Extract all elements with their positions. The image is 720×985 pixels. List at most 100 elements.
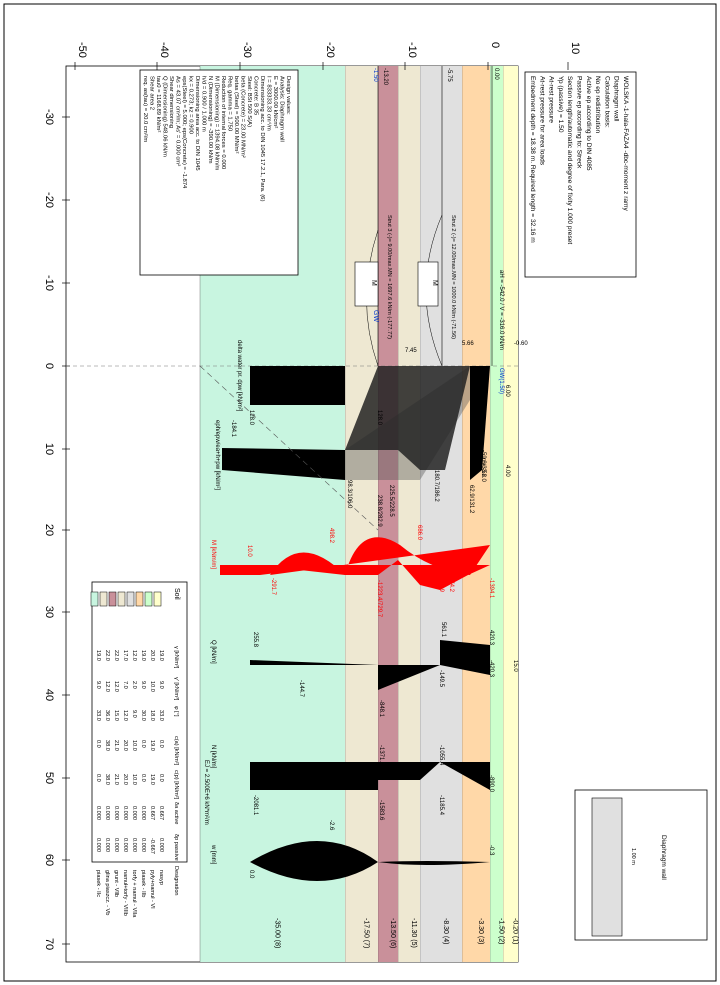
soil-table-header: γ [kN/m³] xyxy=(173,646,179,669)
title-block-line: No ep redistribution xyxy=(594,76,601,134)
top-axis-tick-label: 0 xyxy=(489,42,501,48)
moment-box xyxy=(417,261,439,307)
m-axis-label: M [kNm/m] xyxy=(210,540,216,569)
soil-table-cell: 22.0 xyxy=(113,650,119,661)
soil-table-cell: 12.0 xyxy=(104,681,110,692)
ep-shape-passive xyxy=(222,448,345,480)
shear-diagram xyxy=(250,640,490,690)
q-axis-label: Q [kN/m] xyxy=(210,640,216,664)
design-values-box xyxy=(139,69,299,276)
title-block-line: Active ep according to DIN 4085 xyxy=(585,76,592,171)
m-value: 498.2 xyxy=(328,528,334,544)
soil-table-cell: 0.0 xyxy=(95,740,101,748)
design-value-line: betas (Steel) = 500.00 MN/m² xyxy=(233,76,239,153)
soil-table-cell: 0.667 xyxy=(149,806,155,820)
soil-table-header: c(a) [kN/m²] xyxy=(173,736,179,766)
soil-swatch xyxy=(126,591,135,607)
left-axis-tick-label: 10 xyxy=(43,443,55,455)
soil-table-header: γ' [kN/m³] xyxy=(173,677,179,701)
left-axis-tick-label: 60 xyxy=(43,854,55,866)
soil-table-cell: 9.0 xyxy=(158,681,164,689)
passive-line xyxy=(199,365,379,531)
top-axis-tick-label: -30 xyxy=(241,42,253,58)
soil-table-cell: piasek - IIc xyxy=(95,870,101,897)
depth-label: -1.50 xyxy=(372,68,378,82)
soil-layer-band xyxy=(378,66,398,962)
legend-label: Diaphragm wall xyxy=(660,835,667,880)
design-value-line: Q (Dimensioning) 548.06 kN/m xyxy=(162,76,168,157)
left-axis-tick-label: -20 xyxy=(43,192,55,208)
n-axis-label: N [kN/m] xyxy=(210,745,216,769)
legend-wall-swatch xyxy=(591,797,623,937)
n-value: -1583.6 xyxy=(378,800,384,821)
soil-layer-band xyxy=(420,66,462,962)
q-value: -144.7 xyxy=(298,680,304,698)
top-axis-tick-label: -40 xyxy=(158,42,170,58)
soil-table-cell: 19.0 xyxy=(140,650,146,661)
soil-table-cell: piasek - IIb xyxy=(140,870,146,897)
w-axis-label: w [mm] xyxy=(210,844,216,865)
depth-label: 6.00 xyxy=(504,385,510,397)
water-pressure-shape xyxy=(250,366,345,405)
soil-table-cell: 0.000 xyxy=(113,838,119,852)
ep-shape-active xyxy=(470,366,490,480)
soil-table-cell: 0.000 xyxy=(122,838,128,852)
m-value: 10.0 xyxy=(246,545,252,557)
soil-table-header: δp passive xyxy=(173,834,179,861)
soil-table-cell: namuł+torfy - VIIIb xyxy=(122,870,128,916)
soil-table-cell: nasyp xyxy=(158,870,164,885)
gw-label: GW(1.50) xyxy=(498,368,504,394)
soil-table-cell: 20.0 xyxy=(122,774,128,785)
title-block-line: WOLSKA -1-hala-FAZA4 -dbc-moment z ramy xyxy=(622,76,629,212)
layer-depth-label: -13.50 (6) xyxy=(389,918,396,948)
soil-table-cell: 19.0 xyxy=(158,650,164,661)
soil-table-cell: 19.0 xyxy=(95,650,101,661)
q-value: 561.1 xyxy=(440,622,446,638)
depth-label: 0.00 xyxy=(493,68,499,80)
soil-table-cell: 10.0 xyxy=(131,774,137,785)
soil-swatch xyxy=(108,591,117,607)
soil-table-cell: 2.0 xyxy=(131,681,137,689)
soil-table-header: δa active xyxy=(173,802,179,824)
left-axis-tick-label: 20 xyxy=(43,524,55,536)
ep-value: 225.5/228.5 xyxy=(388,485,394,517)
design-value-line: Reduction of internal forces = 0.000 xyxy=(220,76,226,170)
soil-table-cell: 21.0 xyxy=(113,774,119,785)
soil-table-cell: 0.0 xyxy=(158,740,164,748)
soil-table-cell: 0.667 xyxy=(158,806,164,820)
m-value: -291.7 xyxy=(270,578,276,596)
title-block-line: At-rest pressure for area loads xyxy=(538,76,545,166)
title-block-line: Section length/automatic and degree of f… xyxy=(566,76,573,244)
depth-label: 5.66 xyxy=(462,341,474,347)
soil-table-cell: 19.0 xyxy=(149,774,155,785)
soil-swatch xyxy=(99,591,108,607)
title-block-line: Embedment depth = 18.38 m. Required leng… xyxy=(529,76,536,243)
soil-table-cell: 38.0 xyxy=(104,774,110,785)
ep-value: 62.9/131.2 xyxy=(468,485,474,514)
deflection-diagram xyxy=(250,841,490,862)
soil-table-cell: pyły+namuł - VI xyxy=(149,870,155,909)
moment-label: M xyxy=(431,280,438,286)
top-axis-tick-label: -10 xyxy=(406,42,418,58)
left-axis-tick-label: -10 xyxy=(43,275,55,291)
soil-table-cell: 30.0 xyxy=(140,710,146,721)
design-value-line: Dimensioning acc. to DIN 1045 17.2.1, Pa… xyxy=(259,76,265,201)
strut-label: Strut 2 (-)= 12.00/max.MN = 1000.0 kN/m … xyxy=(450,215,456,339)
soil-table-cell: 21.0 xyxy=(113,740,119,751)
soil-table-cell: 0.000 xyxy=(122,806,128,820)
soil-table-cell: 0.000 xyxy=(131,806,137,820)
soil-table-cell: 9.0 xyxy=(140,681,146,689)
ep-value: 128.0 xyxy=(376,410,382,426)
soil-table-cell: 0.000 xyxy=(113,806,119,820)
soil-table-cell: 22.0 xyxy=(104,650,110,661)
depth-label: -13.20 xyxy=(382,68,388,86)
depth-label: -5.75 xyxy=(446,68,452,82)
design-value-line: h/d = 0.900 / 1.000 m xyxy=(201,76,207,132)
design-value-line: I = 833333.33 cm⁴/m xyxy=(266,76,273,131)
soil-swatch xyxy=(90,591,99,607)
soil-table-cell: 36.0 xyxy=(104,710,110,721)
design-value-line: beta (Concrete) = 23.00 MN/m² xyxy=(240,76,246,158)
design-value-line: tau0 = 1168.89 kN/m² xyxy=(155,76,161,132)
deflection-diagram-lower xyxy=(250,862,490,881)
moment-label: M xyxy=(370,280,377,286)
